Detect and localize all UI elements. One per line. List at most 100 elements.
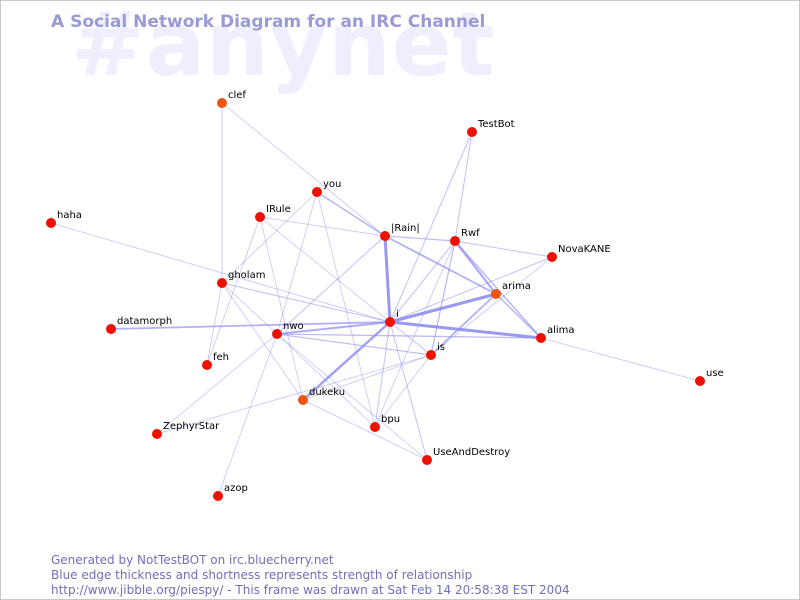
node-label: feh [213, 352, 229, 363]
edge-Rain-arima [384, 235, 497, 295]
node-label: haha [57, 210, 82, 221]
edge-Rain-Rwf [384, 235, 456, 242]
node-dot [370, 422, 380, 432]
node-label: arima [502, 281, 531, 292]
node-TestBot: TestBot [467, 119, 515, 137]
node-dot [152, 429, 162, 439]
node-dot [380, 231, 390, 241]
node-dot [312, 187, 322, 197]
edge-IRule-Rain [259, 216, 386, 237]
node-azop: azop [213, 483, 248, 501]
edge-NovaKANE-is [430, 256, 553, 356]
edge-i-Rwf [389, 240, 456, 323]
node-haha: haha [46, 210, 82, 228]
node-label: bpu [381, 414, 400, 425]
node-label: |Rain| [391, 223, 420, 234]
edge-i-NovaKANE [389, 256, 553, 323]
node-dot [547, 252, 557, 262]
node-dot [536, 333, 546, 343]
edges-layer [50, 102, 701, 497]
node-ZephyrStar: ZephyrStar [152, 421, 220, 439]
node-dot [202, 360, 212, 370]
edge-is-ZephyrStar [156, 354, 432, 435]
node-clef: clef [217, 90, 246, 108]
edge-gholam-nwo [221, 282, 278, 335]
node-NovaKANE: NovaKANE [547, 244, 611, 262]
node-Rwf: Rwf [450, 228, 480, 246]
edge-you-nwo [276, 191, 318, 335]
edge-arima-is [430, 293, 497, 356]
edge-i-alima [388, 320, 543, 340]
node-dukeku: dukeku [298, 387, 345, 405]
node-nwo: nwo [272, 321, 304, 339]
node-Rain: |Rain| [380, 223, 420, 241]
edge-datamorph-i [110, 321, 391, 330]
edge-clef-Rain [221, 102, 386, 237]
edge-IRule-i [259, 216, 391, 323]
edge-i-Rain [383, 234, 392, 324]
node-label: is [437, 342, 445, 353]
node-datamorph: datamorph [106, 316, 172, 334]
edge-nwo-alima [276, 333, 542, 339]
edge-i-arima [388, 292, 498, 324]
node-dot [255, 212, 265, 222]
node-dot [272, 329, 282, 339]
node-UseAndDestroy: UseAndDestroy [422, 447, 510, 465]
node-label: datamorph [117, 316, 172, 327]
edge-i-UseAndDestroy [389, 321, 428, 461]
edge-Rwf-NovaKANE [454, 240, 553, 258]
node-label: TestBot [477, 119, 515, 130]
edge-Rwf-bpu [374, 240, 456, 428]
edge-i-nwo [276, 321, 391, 335]
node-label: gholam [228, 270, 265, 281]
node-dot [491, 289, 501, 299]
node-label: UseAndDestroy [433, 447, 510, 458]
node-label: ZephyrStar [163, 421, 220, 432]
node-dot [385, 317, 395, 327]
edge-nwo-bpu [276, 333, 376, 428]
node-is: is [426, 342, 445, 360]
edge-alima-use [540, 337, 701, 382]
edge-IRule-dukeku [259, 216, 304, 401]
node-use: use [695, 368, 724, 386]
node-i: i [385, 309, 399, 327]
diagram-title: A Social Network Diagram for an IRC Chan… [51, 12, 486, 32]
node-bpu: bpu [370, 414, 400, 432]
node-label: Rwf [461, 228, 480, 239]
node-label: azop [224, 483, 248, 494]
node-you: you [312, 179, 341, 197]
node-label: IRule [266, 204, 291, 215]
node-arima: arima [491, 281, 531, 299]
edge-TestBot-i [389, 131, 473, 323]
node-dot [217, 278, 227, 288]
footer-url-timestamp: http://www.jibble.org/piespy/ - This fra… [51, 583, 570, 597]
node-dot [450, 236, 460, 246]
footer-generated-by: Generated by NotTestBOT on irc.bluecherr… [51, 553, 334, 567]
edge-nwo-is [276, 333, 432, 356]
edge-gholam-dukeku [221, 282, 304, 401]
edge-dukeku-is [302, 354, 432, 401]
edge-TestBot-Rwf [454, 131, 473, 242]
node-label: use [706, 368, 724, 379]
node-IRule: IRule [255, 204, 291, 222]
edge-nwo-UseAndDestroy [276, 333, 428, 461]
edge-nwo-ZephyrStar [156, 333, 278, 435]
channel-watermark: #anynet [71, 0, 496, 96]
node-dot [467, 127, 477, 137]
node-label: clef [228, 90, 246, 101]
node-dot [46, 218, 56, 228]
node-dot [106, 324, 116, 334]
node-label: NovaKANE [558, 244, 611, 255]
edge-Rwf-is [430, 240, 456, 356]
edge-IRule-feh [206, 216, 261, 366]
node-alima: alima [536, 325, 575, 343]
edge-is-bpu [374, 354, 432, 428]
node-dot [426, 350, 436, 360]
node-label: i [396, 309, 399, 320]
edge-nwo-azop [217, 333, 278, 497]
node-label: alima [547, 325, 575, 336]
node-label: you [323, 179, 341, 190]
